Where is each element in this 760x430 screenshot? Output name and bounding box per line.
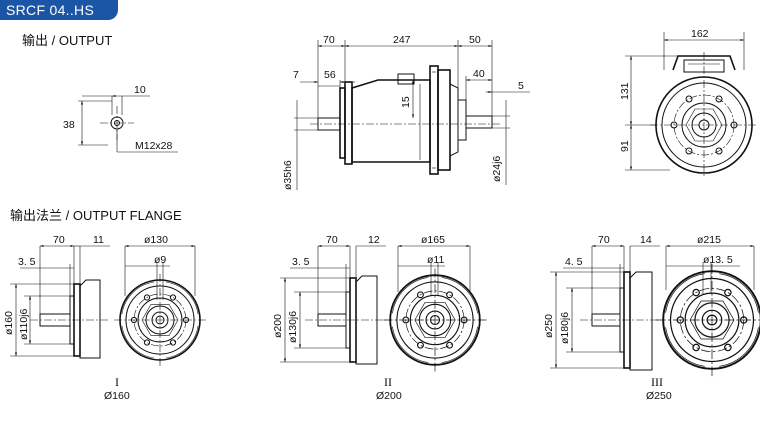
flange-I-size: Ø160	[104, 390, 130, 402]
flange-II-dim-outer: ø200	[272, 314, 284, 338]
output-flange-section-title: 输出法兰 / OUTPUT FLANGE	[10, 208, 182, 223]
flange-I-dim-hole: ø9	[154, 254, 166, 266]
flange-III-dim-70: 70	[598, 234, 610, 246]
flange-II-dim-pcd: ø165	[421, 234, 445, 246]
side-dim-50: 50	[469, 34, 481, 46]
front-dim-91: 91	[619, 140, 631, 152]
flange-I-dim-pilot: ø110j6	[18, 309, 30, 340]
flange-II-dim-right: 12	[368, 234, 380, 246]
front-dim-131: 131	[619, 82, 631, 100]
flange-II-dim-hole: ø11	[427, 254, 444, 266]
side-dim-15: 15	[400, 96, 412, 108]
side-dim-70: 70	[323, 34, 335, 46]
flange-I-dim-pcd: ø130	[144, 234, 168, 246]
flange-I-dim-left: 3. 5	[18, 256, 36, 268]
flange-II-dim-pilot: ø130j6	[287, 311, 299, 343]
flange-III-roman: III	[651, 375, 663, 389]
flange-III-drawing: 70 14 4. 5 ø250 ø180j6 ø215 ø13. 5 III Ø…	[543, 234, 760, 402]
flange-I-drawing: 70 11 3. 5 ø160 ø110j6 ø130 ø9 I Ø160	[3, 234, 207, 402]
gearbox-side-view: 70 247 50 7 56 40 5 15 ø35h6 ø24j6	[282, 34, 530, 190]
side-dim-56: 56	[324, 69, 336, 81]
flange-II-drawing: 70 12 3. 5 ø200 ø130j6 ø165 ø11 II Ø200	[272, 234, 488, 402]
output-section-title: 输出 / OUTPUT	[22, 33, 113, 48]
flange-III-dim-pcd: ø215	[697, 234, 721, 246]
flange-III-dim-pilot: ø180j6	[559, 312, 571, 344]
flange-III-dim-left: 4. 5	[565, 256, 583, 268]
flange-I-dim-outer: ø160	[3, 311, 15, 335]
flange-II-roman: II	[384, 375, 392, 389]
front-dim-162: 162	[691, 28, 709, 40]
flange-II-size: Ø200	[376, 390, 402, 402]
side-dim-35h6: ø35h6	[282, 160, 294, 190]
side-dim-24j6: ø24j6	[491, 156, 503, 182]
shaft-dim-38: 38	[63, 119, 75, 131]
side-dim-7: 7	[293, 69, 299, 81]
flange-III-size: Ø250	[646, 390, 672, 402]
flange-II-dim-70: 70	[326, 234, 338, 246]
flange-I-dim-70: 70	[53, 234, 65, 246]
shaft-dim-10: 10	[134, 84, 146, 96]
flange-I-roman: I	[115, 375, 119, 389]
gearbox-front-view: 162 131 91	[619, 28, 758, 178]
flange-I-dim-right: 11	[93, 234, 104, 246]
shaft-end-detail: 10 38 M12x28	[63, 84, 178, 153]
flange-III-dim-outer: ø250	[543, 314, 555, 338]
flange-III-dim-hole: ø13. 5	[703, 254, 733, 266]
shaft-thread-label: M12x28	[135, 140, 173, 152]
side-dim-40: 40	[473, 68, 485, 80]
flange-II-dim-left: 3. 5	[292, 256, 310, 268]
side-dim-247: 247	[393, 34, 411, 46]
side-dim-5: 5	[518, 80, 524, 92]
flange-III-dim-right: 14	[640, 234, 652, 246]
model-badge: SRCF 04..HS	[0, 0, 118, 20]
